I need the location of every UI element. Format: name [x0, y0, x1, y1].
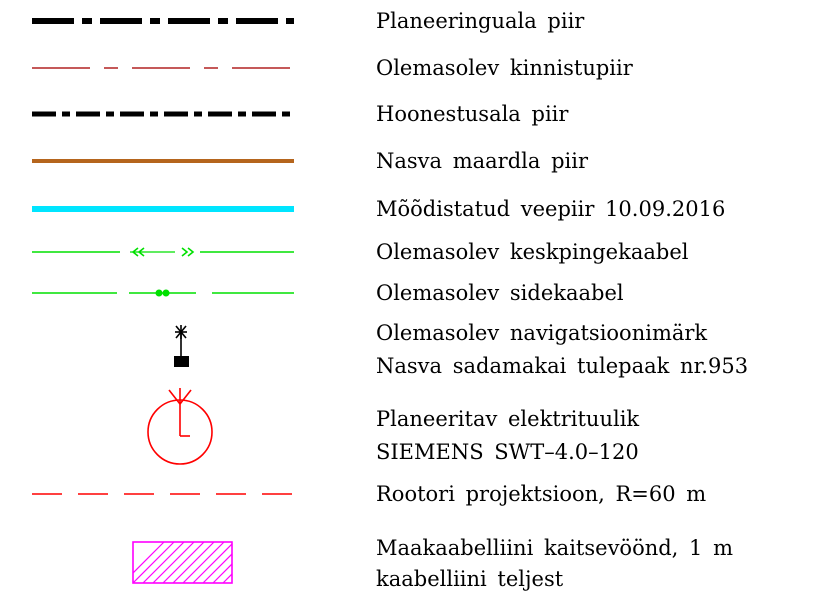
label-maardla: Nasva maardla piir — [376, 149, 588, 173]
label-elektrituulik-1: Planeeritav elektrituulik — [376, 407, 640, 431]
elektrituulik-symbol — [147, 388, 213, 465]
label-kinnistupiir: Olemasolev kinnistupiir — [376, 56, 633, 80]
label-veepiir: Mõõdistatud veepiir 10.09.2016 — [376, 197, 726, 221]
sidekaabel-symbol — [32, 289, 294, 297]
keskpinge-symbol — [32, 247, 294, 257]
label-hoonestusala: Hoonestusala piir — [376, 102, 569, 126]
navigatsioonimark-symbol — [174, 325, 189, 367]
label-sidekaabel: Olemasolev sidekaabel — [376, 281, 624, 305]
label-kaitsevoond-2: kaabelliini teljest — [376, 567, 564, 591]
label-elektrituulik-2: SIEMENS SWT–4.0–120 — [376, 440, 639, 464]
label-rootor: Rootori projektsioon, R=60 m — [376, 482, 707, 506]
label-navigatsioonimark-2: Nasva sadamakai tulepaak nr.953 — [376, 354, 749, 378]
label-planeeringuala: Planeeringuala piir — [376, 9, 585, 33]
label-keskpinge: Olemasolev keskpingekaabel — [376, 240, 689, 264]
kaitsevoond-symbol — [132, 541, 233, 584]
label-kaitsevoond-1: Maakaabelliini kaitsevöönd, 1 m — [376, 536, 733, 560]
label-navigatsioonimark-1: Olemasolev navigatsioonimärk — [376, 321, 708, 345]
